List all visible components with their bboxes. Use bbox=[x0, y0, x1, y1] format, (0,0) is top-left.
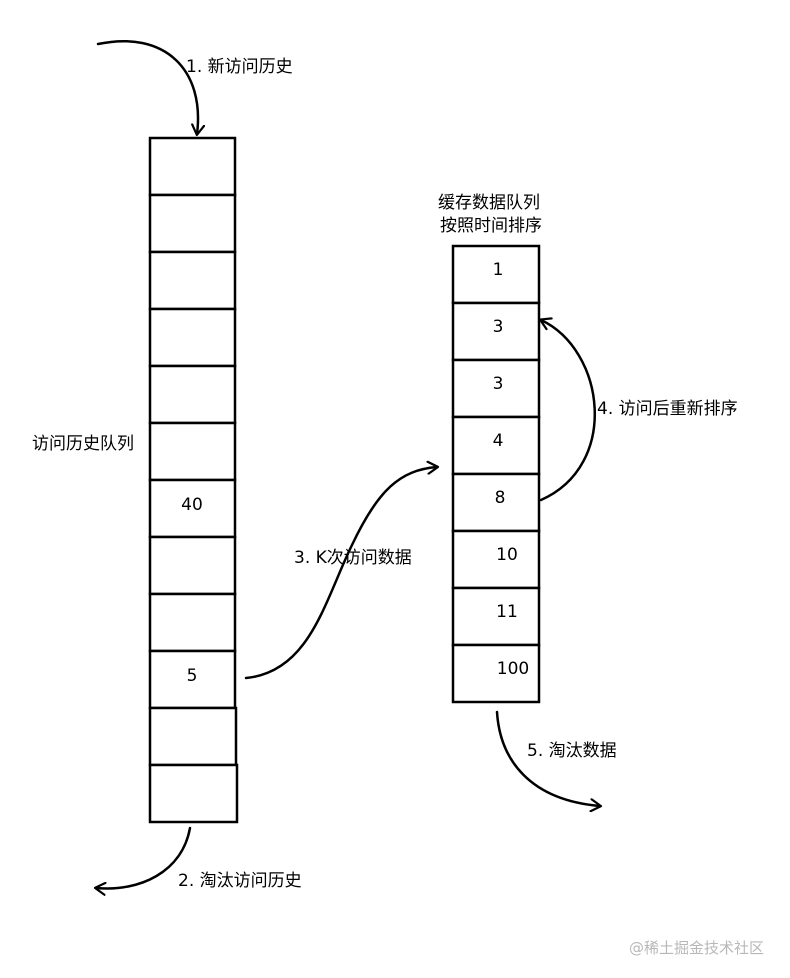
history-cell-value: 5 bbox=[186, 666, 198, 686]
cache-cell bbox=[451, 529, 541, 590]
cache-cell-value: 11 bbox=[496, 602, 518, 622]
history-cell bbox=[148, 364, 237, 425]
label-cache-queue-line2: 按照时间排序 bbox=[440, 216, 542, 236]
cache-cell bbox=[451, 643, 541, 704]
arrow-reorder bbox=[541, 320, 597, 502]
cache-cell-value: 100 bbox=[496, 659, 530, 679]
history-cell bbox=[148, 250, 237, 311]
arrow-new-history bbox=[96, 39, 198, 134]
cache-cell-value: 4 bbox=[492, 431, 504, 451]
history-cell bbox=[148, 592, 237, 653]
cache-cell-value: 8 bbox=[494, 488, 506, 508]
label-evict-data: 5. 淘汰数据 bbox=[527, 741, 617, 761]
label-cache-queue-line1: 缓存数据队列 bbox=[438, 193, 540, 213]
arrow-k-access bbox=[244, 467, 437, 680]
arrow-evict-history bbox=[96, 826, 192, 889]
cache-cell-value: 10 bbox=[496, 545, 518, 565]
cache-cell bbox=[451, 301, 541, 362]
history-cell bbox=[148, 706, 238, 767]
arrow-evict-data bbox=[495, 710, 600, 806]
history-cell bbox=[148, 193, 237, 254]
cache-queue bbox=[451, 244, 541, 704]
history-cell bbox=[148, 763, 239, 824]
cache-cell-value: 3 bbox=[492, 317, 504, 337]
label-k-access: 3. K次访问数据 bbox=[294, 548, 412, 568]
label-reorder: 4. 访问后重新排序 bbox=[597, 399, 738, 419]
label-history-queue: 访问历史队列 bbox=[32, 434, 134, 454]
label-new-history: 1. 新访问历史 bbox=[186, 57, 293, 77]
history-queue bbox=[148, 136, 239, 824]
cache-cell-value: 3 bbox=[492, 374, 504, 394]
label-evict-history: 2. 淘汰访问历史 bbox=[178, 871, 302, 891]
history-cell bbox=[148, 136, 237, 197]
history-cell bbox=[148, 535, 237, 596]
history-cell bbox=[148, 478, 237, 539]
history-cell-value: 40 bbox=[181, 495, 203, 515]
cache-cell bbox=[451, 415, 541, 476]
watermark: @稀土掘金技术社区 bbox=[628, 939, 764, 957]
history-cell bbox=[148, 307, 237, 368]
cache-cell-value: 1 bbox=[492, 260, 504, 280]
history-cell bbox=[148, 421, 237, 482]
